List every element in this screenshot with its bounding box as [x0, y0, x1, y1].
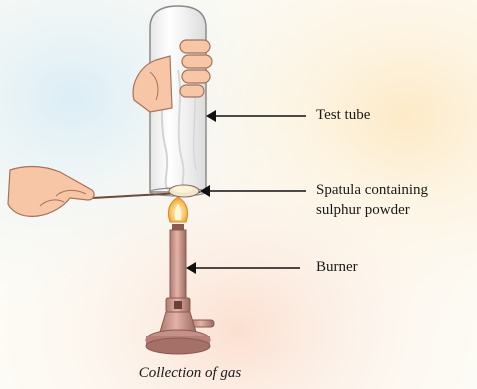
pointer-test-tube — [206, 110, 306, 122]
spatula — [92, 185, 200, 198]
pointer-burner — [186, 262, 300, 274]
pointer-spatula — [200, 185, 306, 197]
figure-caption: Collection of gas — [0, 365, 380, 382]
label-spatula-line1: Spatula containing — [316, 181, 428, 200]
hand-holding-spatula — [8, 167, 94, 217]
label-spatula-line2: sulphur powder — [316, 201, 410, 220]
label-test-tube: Test tube — [316, 106, 370, 125]
flame — [168, 197, 187, 222]
label-burner: Burner — [316, 258, 358, 277]
bunsen-burner — [146, 224, 214, 354]
